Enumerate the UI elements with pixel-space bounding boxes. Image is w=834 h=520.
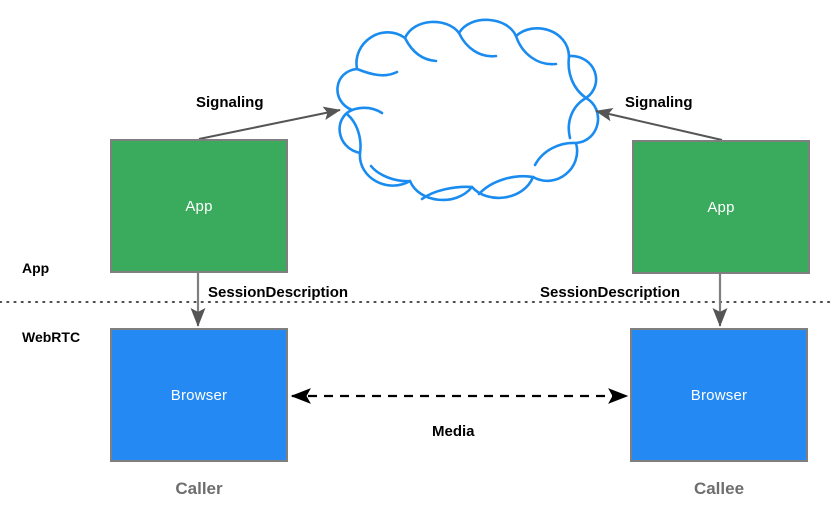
cloud-icon [336,18,600,202]
node-caller-browser[interactable]: Browser [110,328,288,462]
edge-label-media: Media [432,423,475,440]
node-caller-app[interactable]: App [110,139,288,273]
signaling-arrow-left [198,106,341,140]
node-caller-app-label: App [185,197,213,215]
node-callee-browser[interactable]: Browser [630,328,808,462]
node-callee-app-label: App [707,198,735,216]
node-callee-app[interactable]: App [632,140,810,274]
edge-label-sessiondescription-right: SessionDescription [540,284,681,301]
layer-label-webrtc: WebRTC [22,329,81,345]
node-callee-browser-label: Browser [690,386,748,404]
role-label-caller: Caller [175,479,223,498]
signaling-arrow-right [595,108,723,141]
role-label-callee: Callee [693,479,745,498]
edge-label-sessiondescription-left: SessionDescription [208,284,349,301]
layer-label-app: App [22,260,50,276]
node-caller-browser-label: Browser [170,386,228,404]
edge-label-signaling-right: Signaling [625,94,693,111]
edge-label-signaling-left: Signaling [196,94,264,111]
